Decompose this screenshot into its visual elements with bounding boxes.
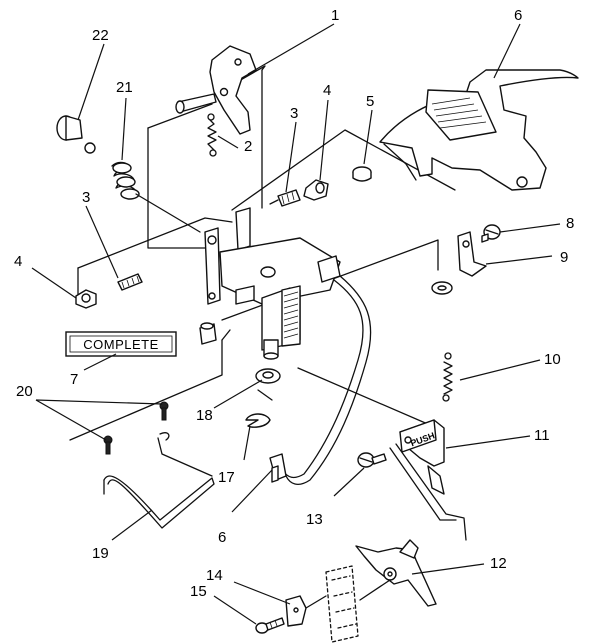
part-3-bolt-left [117,273,143,291]
complete-label-box: COMPLETE [65,331,177,357]
callout-6-lower: 6 [218,529,226,546]
callout-19: 19 [92,545,109,562]
solenoid-coil [261,285,301,360]
complete-label: COMPLETE [83,337,159,352]
callout-1: 1 [331,7,339,24]
callout-11: 11 [534,427,550,444]
callout-4-left: 4 [14,253,22,270]
callout-13: 13 [306,511,323,528]
part-1-lever [175,45,257,135]
part-2-spring [207,113,217,157]
pin [199,322,217,345]
part-4-nut-left [75,289,97,309]
part-5-cap [352,166,372,182]
callout-18: 18 [196,407,213,424]
callout-7: 7 [70,371,78,388]
part-3-bolt-upper [269,189,301,207]
callout-12: 12 [490,555,507,572]
part-21-coil-spring [111,161,201,233]
part-6-connector [269,453,287,483]
part-20-screws [103,401,169,455]
callout-22: 22 [92,27,109,44]
part-10-spring [442,352,453,402]
callout-15: 15 [190,583,207,600]
callout-numbers: 1 2 3 3 4 4 5 6 6 7 8 9 10 11 12 13 14 1… [14,7,574,600]
part-13-screw [357,452,387,468]
washer [431,281,453,295]
callout-9: 9 [560,249,568,266]
part-19-wire-bail [103,432,215,529]
callout-3-left: 3 [82,189,90,206]
callout-20: 20 [16,383,33,400]
part-15-screw [255,617,285,634]
callout-17: 17 [218,469,235,486]
solenoid-wires [281,275,372,486]
callout-2: 2 [244,138,252,155]
part-8-screw [481,224,501,243]
callout-21: 21 [116,79,133,96]
callout-5: 5 [366,93,374,110]
part-14-plate [285,595,327,627]
callout-8: 8 [566,215,574,232]
callout-10: 10 [544,351,561,368]
leader-lines [31,23,561,625]
part-11-push-button: PUSH [389,419,467,541]
callout-4-upper: 4 [323,82,331,99]
callout-6-upper: 6 [514,7,522,24]
part-17-eclip [245,413,271,428]
spring-housing-dashed [325,565,391,643]
part-18-washer [255,368,281,384]
callout-3-upper: 3 [290,105,298,122]
callout-14: 14 [206,567,223,584]
assembly-outline-lines [69,65,456,441]
main-bracket [204,207,341,305]
part-12-latch [355,539,437,607]
part-4-nut-upper [303,179,329,201]
part-6-housing [379,69,579,191]
part-22-knob [56,115,96,154]
part-9-clip [457,231,487,277]
